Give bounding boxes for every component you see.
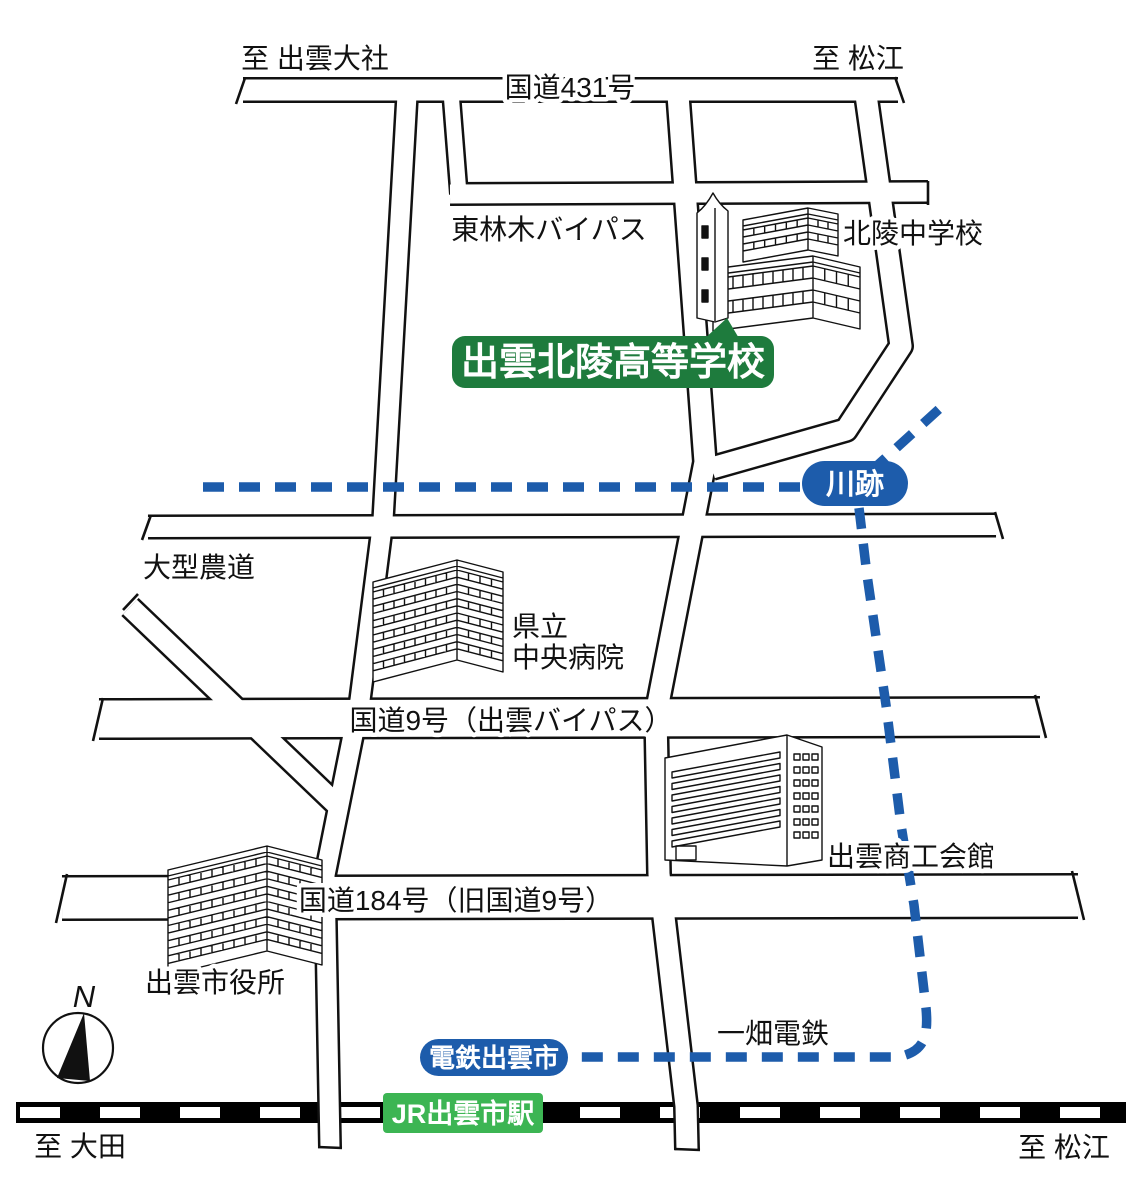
road-network: [61, 77, 1079, 1151]
road-middle: [147, 515, 997, 537]
road-cap: [91, 697, 105, 742]
ichibata-line-label: 一畑電鉄: [717, 1018, 829, 1049]
road-vertical-east: [709, 93, 912, 479]
road-route9: [98, 698, 1041, 738]
dest-top-left-label: 至 出雲大社: [241, 43, 389, 74]
building-junior-high: [742, 207, 839, 263]
ichibata-line-northeast: [866, 397, 952, 476]
compass-north-label: N: [73, 979, 96, 1014]
chamber-window: [802, 831, 810, 839]
chamber-of-commerce-label: 出雲商工会館: [827, 841, 995, 872]
jr-railway-line: [16, 1102, 1126, 1123]
chamber-louver: [671, 762, 781, 791]
chamber-window: [802, 779, 810, 787]
road-vertical-school: [645, 94, 716, 1151]
route431-label: 国道431号: [505, 72, 636, 103]
badges: 出雲北陵高等学校 川跡 電鉄出雲市 JR出雲市駅: [383, 318, 908, 1133]
chamber-louver: [671, 808, 781, 837]
kawato-station-badge: [802, 461, 908, 506]
kawato-station-label: 川跡: [826, 468, 884, 501]
chamber-window: [811, 831, 819, 839]
farm-road-label: 大型農道: [143, 552, 255, 583]
chamber-window: [802, 818, 810, 826]
building-sketches: [167, 192, 861, 976]
ichibata-railway-line: [203, 397, 952, 1062]
chamber-door: [675, 845, 697, 861]
chamber-window: [802, 753, 810, 761]
compass-north-needle-icon: [57, 1013, 90, 1081]
dentetsu-izumoshi-station-badge: [420, 1039, 568, 1076]
dentetsu-izumoshi-station-label: 電鉄出雲市: [429, 1043, 559, 1073]
chamber-window: [811, 805, 819, 813]
tower-window: [701, 257, 709, 271]
jr-izumoshi-station-badge: [383, 1093, 543, 1133]
road-cap: [1070, 870, 1086, 921]
hospital-label-line1: 県立: [512, 611, 568, 642]
higashihayashigi-bypass-label: 東林木バイパス: [451, 214, 646, 245]
city-hall-label: 出雲市役所: [145, 967, 285, 998]
chamber-louver: [671, 820, 781, 848]
road-end-caps: [54, 76, 1086, 1152]
road-cap: [234, 77, 247, 105]
chamber-window: [802, 766, 810, 774]
dest-bottom-right-label: 至 松江: [1018, 1132, 1110, 1163]
tower-window: [701, 289, 709, 303]
chamber-louver: [671, 751, 781, 779]
route9-label: 国道9号（出雲バイパス）: [349, 705, 672, 736]
compass: N: [41, 979, 115, 1085]
chamber-window: [793, 805, 801, 813]
ichibata-line-south: [570, 507, 932, 1062]
road-cap: [993, 511, 1005, 540]
road-stub-431: [443, 91, 467, 195]
road-cap: [1033, 694, 1048, 739]
tower-window: [701, 225, 709, 239]
dest-top-right-label: 至 松江: [812, 43, 904, 74]
jr-izumoshi-station-label: JR出雲市駅: [392, 1098, 535, 1129]
building-city-hall: [167, 845, 323, 976]
hokuryo-junior-high-label: 北陵中学校: [843, 218, 983, 249]
chamber-window: [793, 792, 801, 800]
chamber-window: [811, 766, 819, 774]
chamber-window: [802, 792, 810, 800]
road-cap: [54, 873, 69, 924]
road-cap: [140, 514, 153, 541]
chamber-window: [811, 792, 819, 800]
chamber-window: [793, 831, 801, 839]
chamber-louver: [671, 774, 781, 802]
school-badge-label: 出雲北陵高等学校: [461, 341, 765, 384]
chamber-window: [811, 818, 819, 826]
road-cap: [317, 1145, 343, 1150]
building-prefectural-hospital: [372, 559, 504, 683]
road-cap: [674, 1147, 701, 1152]
road-cap: [122, 593, 139, 611]
dest-bottom-left-label: 至 大田: [34, 1131, 126, 1162]
chamber-window: [793, 766, 801, 774]
chamber-louver: [671, 785, 781, 814]
chamber-window: [793, 753, 801, 761]
chamber-window: [793, 818, 801, 826]
hospital-label-line2: 中央病院: [512, 642, 624, 673]
chamber-window: [802, 805, 810, 813]
building-school-main: [712, 255, 861, 332]
chamber-window: [811, 753, 819, 761]
chamber-window: [811, 779, 819, 787]
chamber-louver: [671, 797, 781, 825]
route184-label: 国道184号（旧国道9号）: [299, 885, 613, 916]
school-badge: [452, 336, 774, 388]
road-cap: [893, 76, 906, 104]
chamber-window: [793, 779, 801, 787]
school-badge-pointer-icon: [703, 318, 740, 340]
